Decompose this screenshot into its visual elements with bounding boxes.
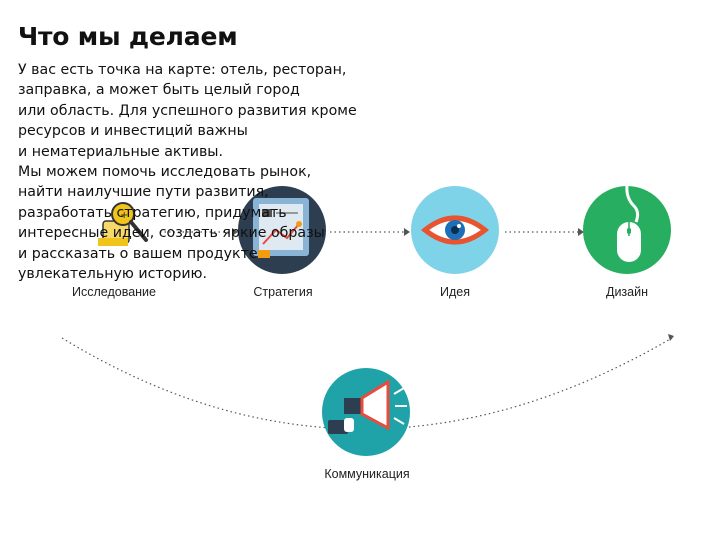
megaphone-icon: [322, 368, 410, 456]
intro-line: и нематериальные активы.: [18, 143, 224, 160]
intro-line: разработать стратегию, придумать: [18, 204, 287, 221]
intro-line: найти наилучшие пути развития,: [18, 184, 269, 201]
intro-line: У вас есть точка на карте: отель, рестор…: [18, 62, 347, 78]
step-label-strategy: Стратегия: [253, 285, 313, 299]
slide-title: Что мы делаем: [18, 22, 238, 51]
step-label-design: Дизайн: [605, 285, 649, 299]
magnifier-icon: +: [98, 202, 148, 246]
computer-mouse-icon: [583, 185, 671, 274]
step-label-communication: Коммуникация: [324, 467, 410, 481]
eye-icon: [411, 186, 499, 274]
intro-paragraph: У вас есть точка на карте: отель, рестор…: [18, 60, 398, 284]
intro-line: интересные идеи, создать яркие образы: [18, 225, 325, 242]
strategy-board-icon: [238, 186, 326, 274]
step-label-idea: Идея: [440, 285, 470, 299]
step-label-research: Исследование: [72, 285, 156, 299]
intro-line: заправка, а может быть целый город: [18, 82, 300, 99]
intro-line: увлекательную историю.: [18, 266, 208, 283]
connector-arrowheads: [232, 228, 584, 236]
intro-line: Мы можем помочь исследовать рынок,: [18, 164, 312, 181]
intro-line: и рассказать о вашем продукте: [18, 245, 258, 262]
intro-line: или область. Для успешного развития кром…: [18, 102, 357, 119]
return-arc: [61, 337, 673, 430]
svg-text:+: +: [120, 210, 128, 221]
intro-line: ресурсов и инвестиций важны: [18, 123, 248, 140]
return-arc-arrowhead: [668, 334, 674, 341]
